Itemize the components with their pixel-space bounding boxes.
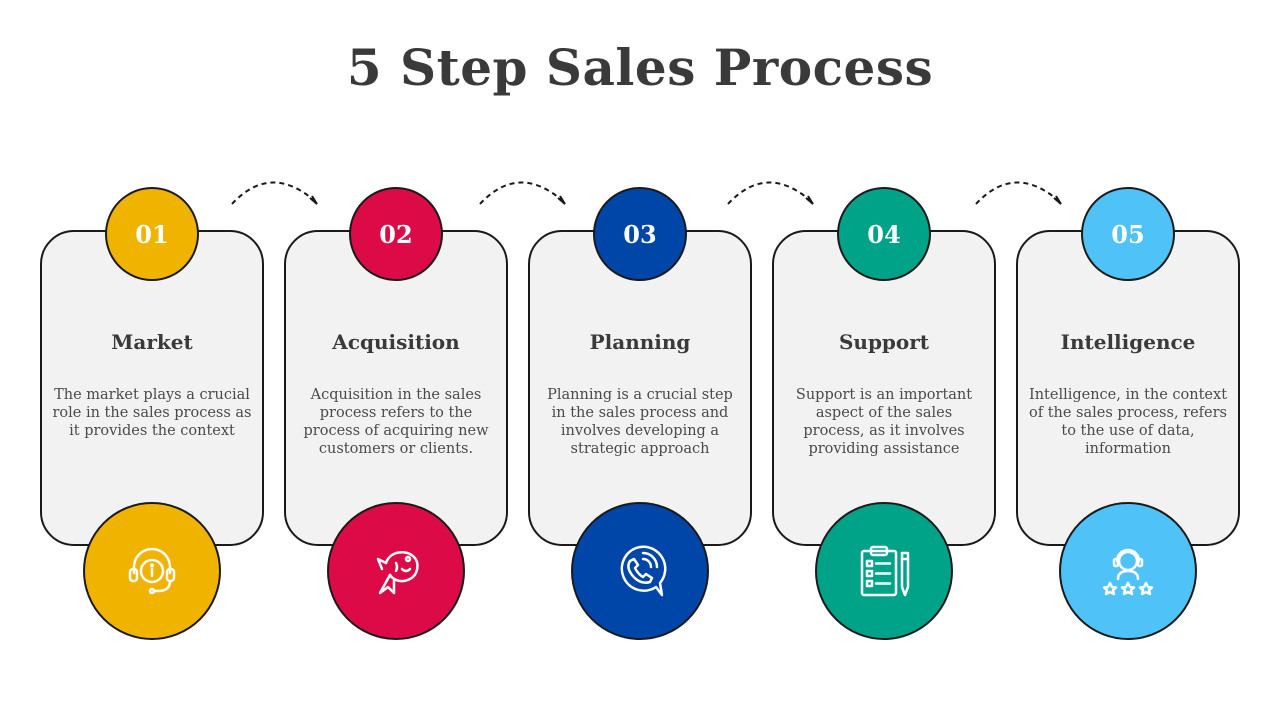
- step-description: The market plays a crucial role in the s…: [52, 387, 252, 439]
- step-card: [772, 230, 996, 546]
- step-description: Planning is a crucial step in the sales …: [547, 387, 733, 457]
- step-icon-circle: [327, 502, 465, 640]
- step-description: Acquisition in the sales process refers …: [303, 387, 489, 457]
- connector-arrow-1: [231, 181, 318, 205]
- step-number-badge: 05: [1081, 187, 1175, 281]
- step-description: Intelligence, in the context of the sale…: [1028, 387, 1228, 457]
- step-acquisition: 02 Acquisition Acquisition in the sales …: [284, 160, 528, 650]
- step-description: Support is an important aspect of the sa…: [795, 387, 973, 457]
- step-card: [284, 230, 508, 546]
- step-title: Support: [838, 330, 930, 354]
- connector-arrow-3: [727, 181, 814, 205]
- connector-arrow-2: [479, 181, 566, 205]
- step-title: Planning: [589, 330, 691, 354]
- step-card: [528, 230, 752, 546]
- phone-chat-icon: [620, 545, 667, 597]
- step-intelligence: 05 Intelligence Intelligence, in the con…: [1016, 160, 1260, 650]
- step-market: 01 Market The market plays a crucial rol…: [40, 160, 284, 650]
- step-number-badge: 04: [837, 187, 931, 281]
- step-planning: 03 Planning Planning is a crucial step i…: [528, 160, 772, 650]
- step-number-badge: 03: [593, 187, 687, 281]
- step-number-badge: 02: [349, 187, 443, 281]
- step-number-badge: 01: [105, 187, 199, 281]
- step-title: Intelligence: [1060, 330, 1196, 354]
- step-icon-circle: [571, 502, 709, 640]
- step-title: Acquisition: [332, 330, 460, 354]
- agent-rating-icon: [1102, 548, 1154, 596]
- connector-arrow-4: [975, 181, 1062, 205]
- step-icon-circle: [815, 502, 953, 640]
- page-title: 5 Step Sales Process: [346, 38, 934, 97]
- support-headset-info-icon: [128, 547, 176, 595]
- step-icon-circle: [1059, 502, 1197, 640]
- step-title: Market: [111, 330, 193, 354]
- step-icon-circle: [83, 502, 221, 640]
- fish-icon: [376, 550, 419, 595]
- clipboard-checklist-icon: [860, 545, 910, 597]
- step-support: 04 Support Support is an important aspec…: [772, 160, 1016, 650]
